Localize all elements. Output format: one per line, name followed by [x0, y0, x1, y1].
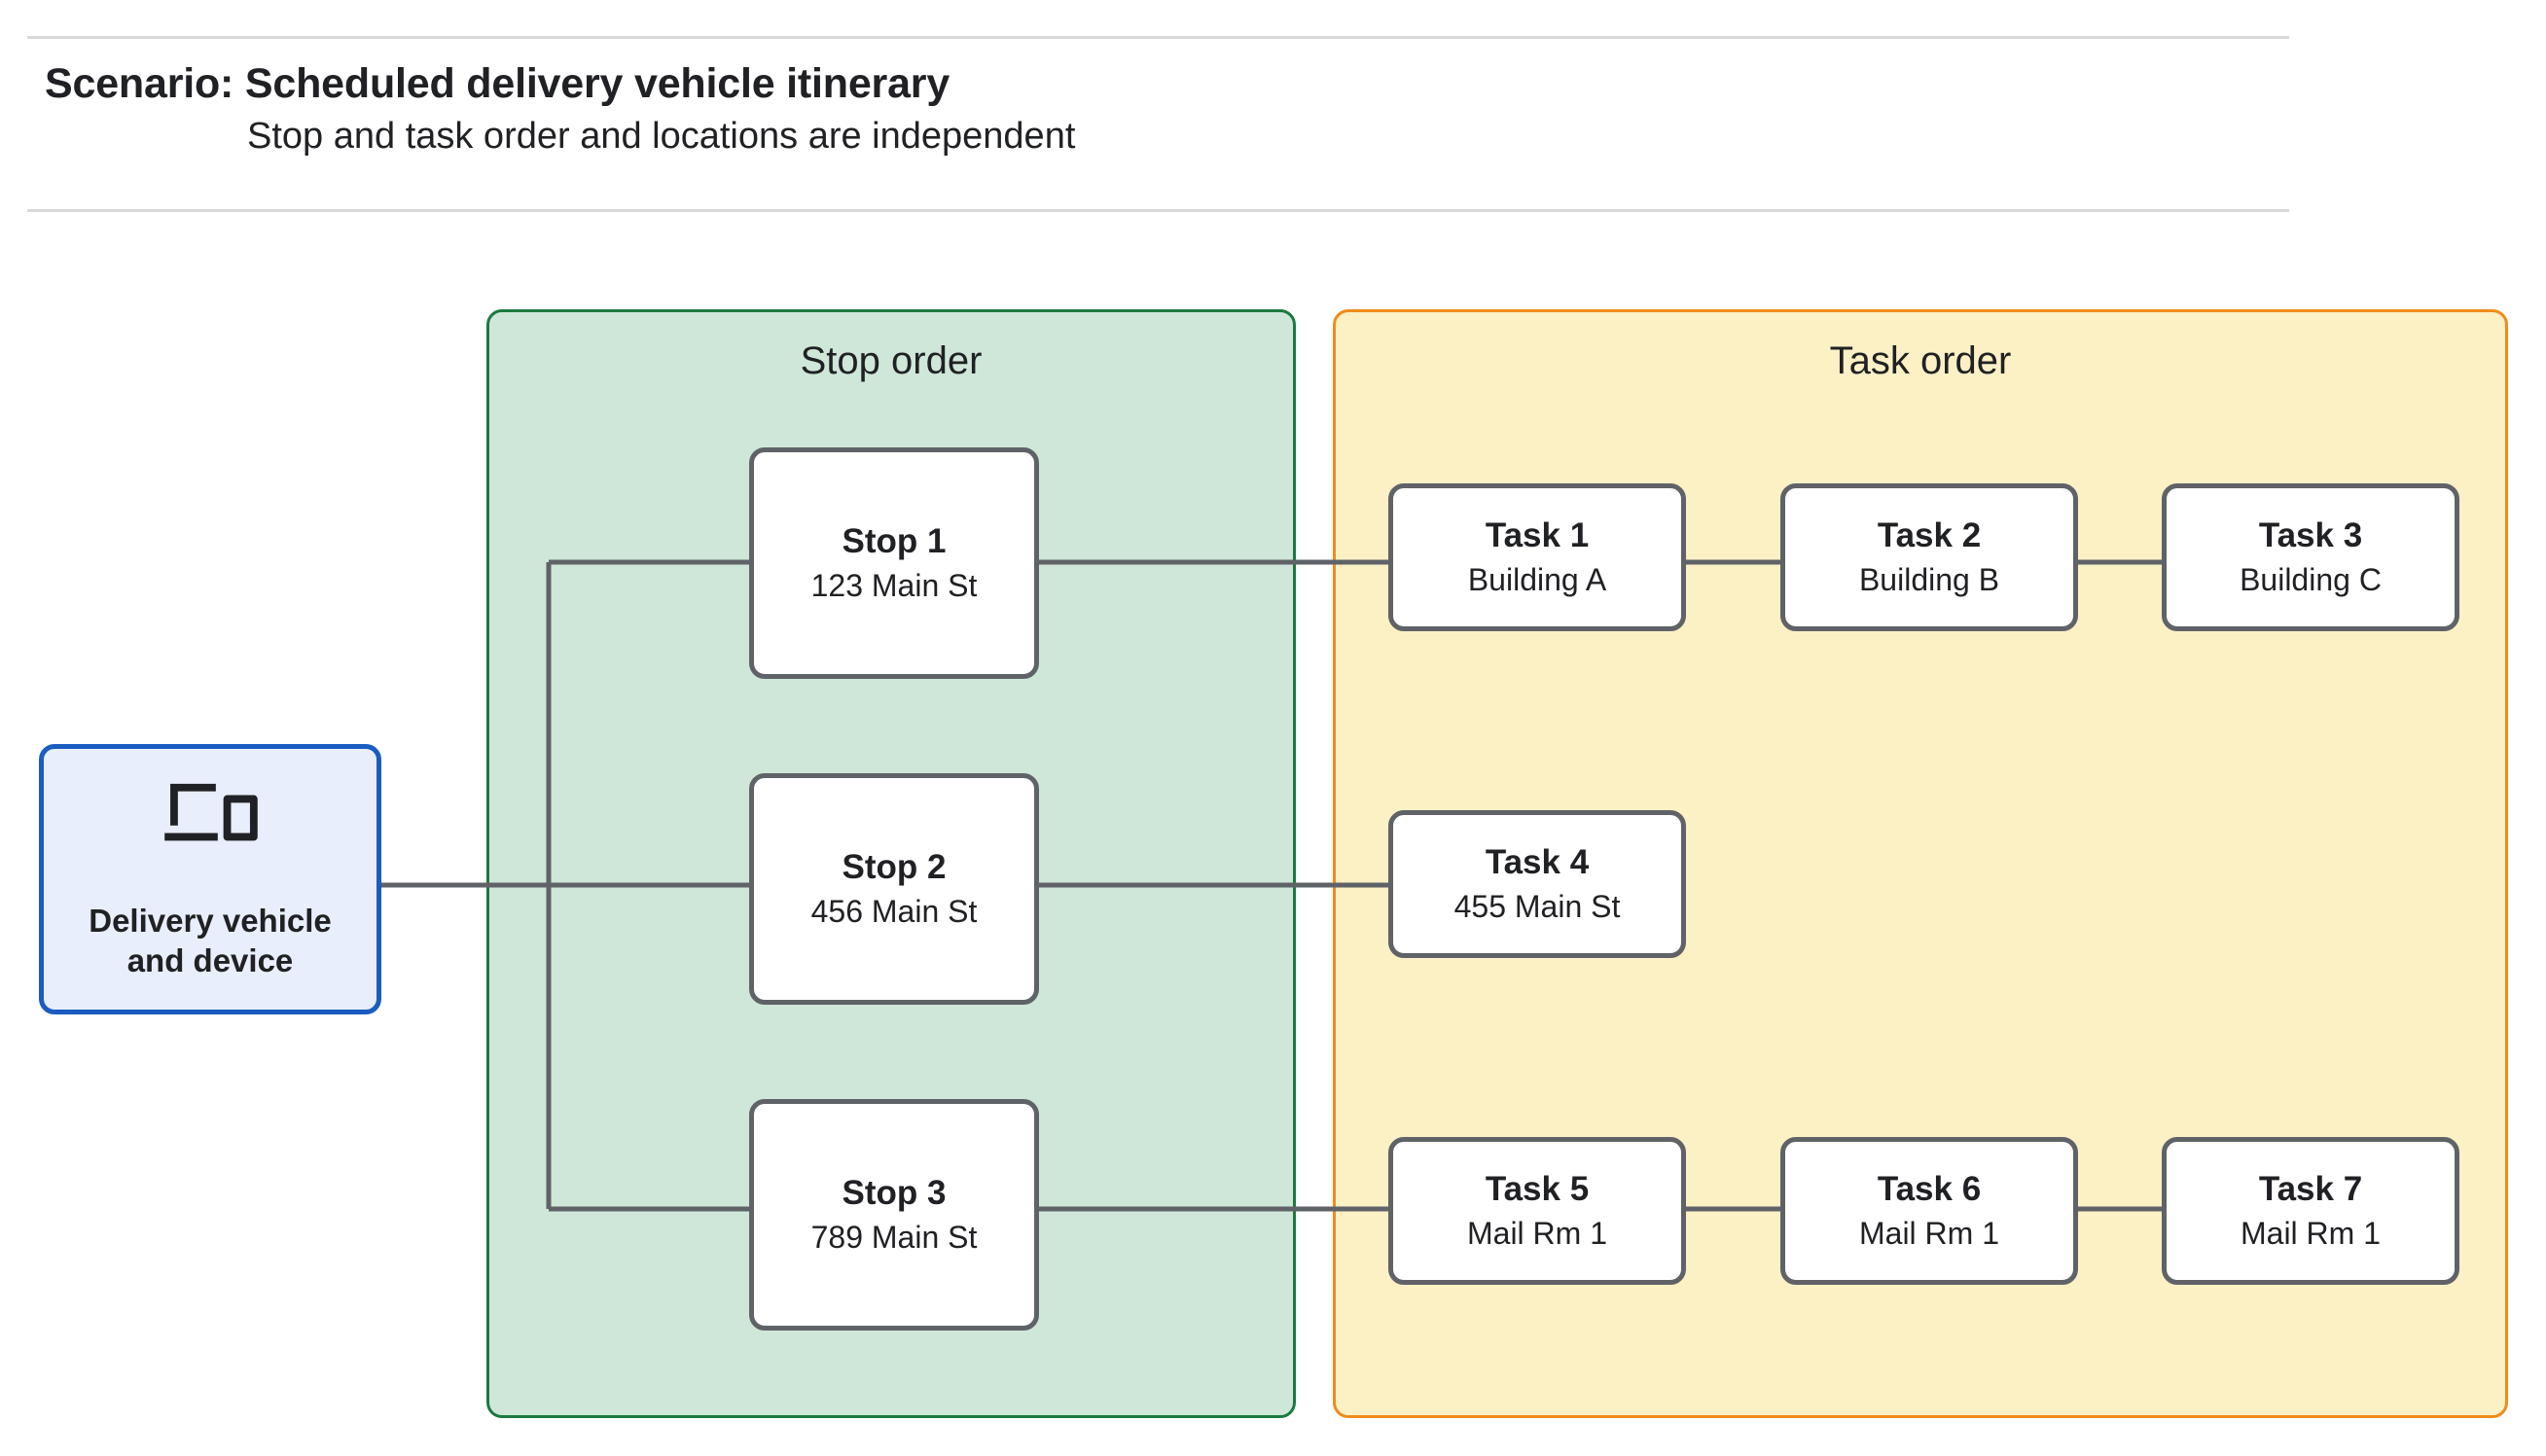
task-node-3-location: Building C	[2240, 562, 2382, 597]
task-node-7-title: Task 7	[2258, 1170, 2363, 1208]
stop-node-2-title: Stop 2	[842, 848, 947, 886]
stop-node-1-title: Stop 1	[842, 522, 947, 560]
task-node-5-location: Mail Rm 1	[1466, 1216, 1607, 1251]
task-node-2[interactable]: Task 2 Building B	[1780, 483, 2078, 631]
stop-order-group-title: Stop order	[800, 339, 983, 382]
task-node-4-title: Task 4	[1485, 843, 1590, 881]
stop-node-3-location: 789 Main St	[810, 1220, 978, 1255]
task-node-6-location: Mail Rm 1	[1858, 1216, 1999, 1251]
stop-node-2-location: 456 Main St	[810, 894, 978, 929]
task-node-6-title: Task 6	[1877, 1170, 1982, 1208]
header-divider-bottom	[27, 209, 2289, 212]
task-node-4-location: 455 Main St	[1453, 889, 1621, 924]
task-node-5[interactable]: Task 5 Mail Rm 1	[1388, 1137, 1686, 1285]
header-divider-top	[27, 36, 2289, 39]
task-order-group-title: Task order	[1829, 339, 2012, 382]
delivery-vehicle-node[interactable]: Delivery vehicle and device	[39, 744, 381, 1014]
laptop-and-phone-icon	[164, 783, 258, 841]
page-title: Scenario: Scheduled delivery vehicle iti…	[45, 60, 950, 107]
task-node-6[interactable]: Task 6 Mail Rm 1	[1780, 1137, 2078, 1285]
task-node-3-title: Task 3	[2258, 516, 2363, 554]
task-node-5-title: Task 5	[1485, 1170, 1590, 1208]
delivery-vehicle-label: Delivery vehicle and device	[89, 902, 332, 978]
stop-node-3[interactable]: Stop 3 789 Main St	[749, 1099, 1039, 1331]
task-node-1-location: Building A	[1467, 562, 1607, 597]
task-node-3[interactable]: Task 3 Building C	[2162, 483, 2459, 631]
task-node-1[interactable]: Task 1 Building A	[1388, 483, 1686, 631]
stop-node-1-location: 123 Main St	[810, 568, 978, 603]
stop-node-1[interactable]: Stop 1 123 Main St	[749, 447, 1039, 679]
task-node-2-location: Building B	[1858, 562, 2000, 597]
task-node-1-title: Task 1	[1485, 516, 1590, 554]
page-subtitle: Stop and task order and locations are in…	[247, 116, 1076, 157]
stop-node-2[interactable]: Stop 2 456 Main St	[749, 773, 1039, 1005]
task-node-2-title: Task 2	[1877, 516, 1982, 554]
task-node-7-location: Mail Rm 1	[2240, 1216, 2381, 1251]
task-node-7[interactable]: Task 7 Mail Rm 1	[2162, 1137, 2459, 1285]
stop-node-3-title: Stop 3	[842, 1174, 947, 1212]
task-node-4[interactable]: Task 4 455 Main St	[1388, 810, 1686, 958]
